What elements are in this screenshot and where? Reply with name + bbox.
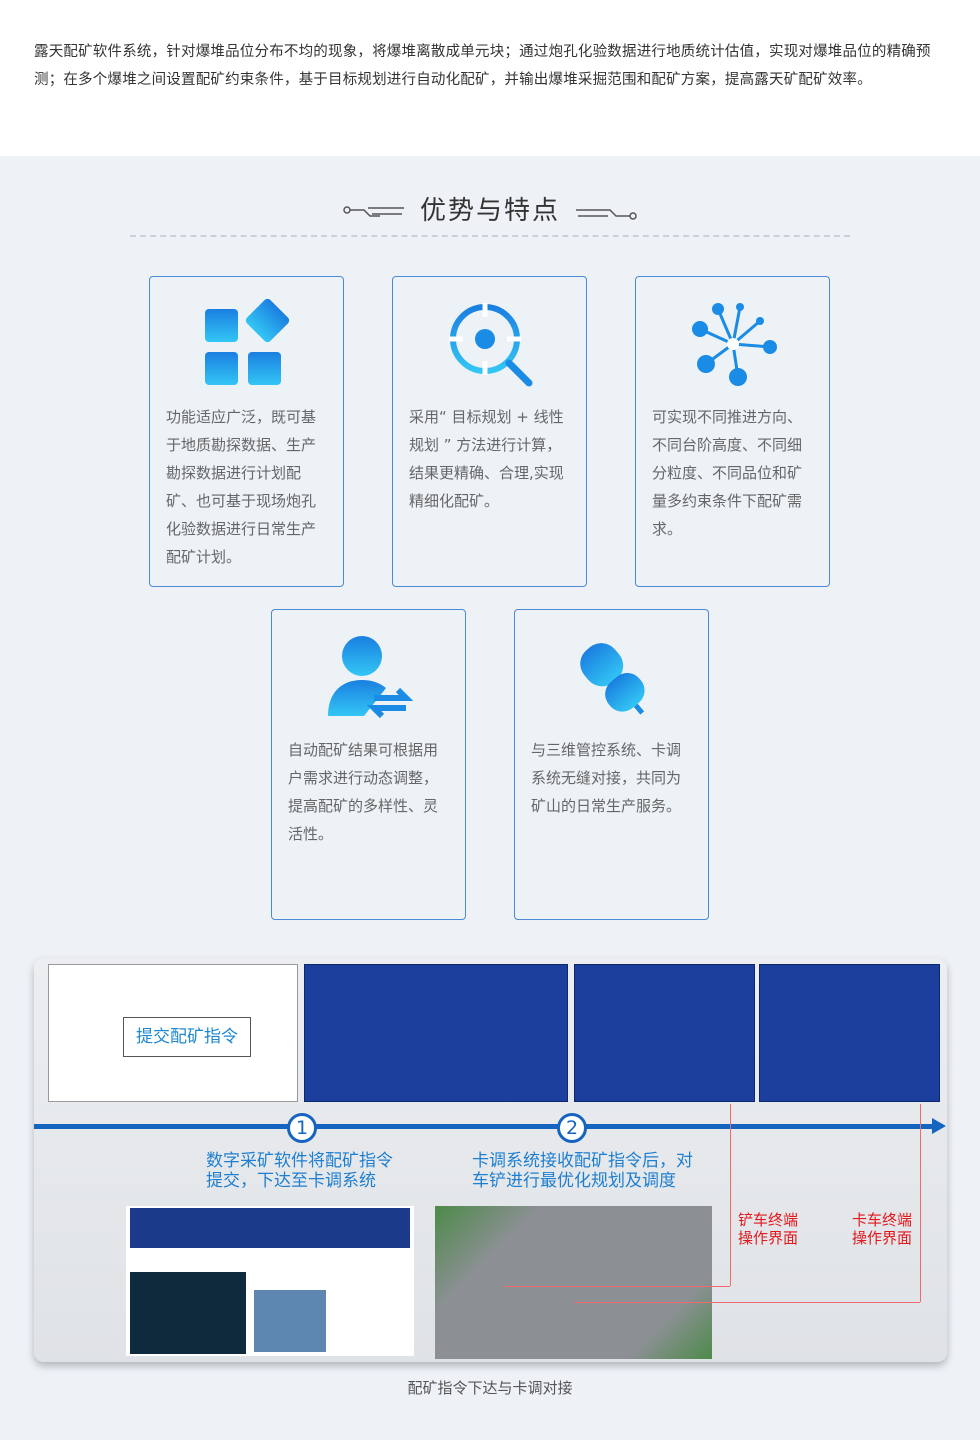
system-architecture-image	[126, 1206, 414, 1356]
feature-card: 功能适应广泛，既可基于地质勘探数据、生产勘探数据进行计划配矿、也可基于现场炮孔化…	[149, 276, 344, 587]
right-decoration-icon	[576, 209, 637, 220]
arrowhead-icon	[932, 1118, 946, 1134]
feature-text: 可实现不同推进方向、不同台阶高度、不同细分粒度、不同品位和矿量多约束条件下配矿需…	[652, 408, 803, 538]
mine-map-image	[435, 1206, 712, 1359]
software-screenshot: 提交配矿指令	[48, 964, 298, 1102]
shovel-terminal-screenshot	[574, 964, 755, 1102]
step-2-badge: 2	[557, 1113, 587, 1143]
user-sync-icon	[327, 636, 413, 719]
feature-text: 与三维管控系统、卡调系统无缝对接，共同为矿山的日常生产服务。	[531, 741, 682, 815]
plug-icon	[579, 643, 645, 715]
workflow-diagram: 提交配矿指令 1 2 数字采矿软件将配矿指令提交，下达至卡调系统 卡调系统接收配…	[34, 958, 947, 1362]
step-1-text: 数字采矿软件将配矿指令	[206, 1151, 393, 1171]
feature-card: 采用“ 目标规划 + 线性规划 ” 方法进行计算，结果更精确、合理,实现精细化配…	[392, 276, 587, 587]
timeline-arrow	[34, 1124, 934, 1129]
divider	[130, 235, 850, 237]
feature-text: 采用“ 目标规划 + 线性规划 ” 方法进行计算，结果更精确、合理,实现精细化配…	[409, 408, 564, 510]
blocks-icon	[204, 299, 289, 385]
target-search-icon	[448, 303, 532, 387]
feature-text: 自动配矿结果可根据用户需求进行动态调整，提高配矿的多样性、灵活性。	[288, 741, 439, 843]
step-1-badge: 1	[287, 1113, 317, 1143]
feature-card: 与三维管控系统、卡调系统无缝对接，共同为矿山的日常生产服务。	[514, 609, 709, 920]
network-icon	[691, 303, 777, 386]
step-2-text: 卡调系统接收配矿指令后，对	[472, 1151, 693, 1171]
feature-text: 功能适应广泛，既可基于地质勘探数据、生产勘探数据进行计划配矿、也可基于现场炮孔化…	[166, 408, 317, 566]
step-1-text: 提交，下达至卡调系统	[206, 1171, 376, 1191]
section-title: 优势与特点	[419, 196, 560, 226]
feature-card: 自动配矿结果可根据用户需求进行动态调整，提高配矿的多样性、灵活性。	[271, 609, 466, 920]
dispatch-screenshot	[304, 964, 568, 1102]
left-decoration-icon	[343, 206, 404, 217]
truck-terminal-screenshot	[759, 964, 940, 1102]
intro-paragraph: 露天配矿软件系统，针对爆堆品位分布不均的现象，将爆堆离散成单元块；通过炮孔化验数…	[34, 44, 931, 88]
truck-terminal-label: 卡车终端	[852, 1211, 913, 1229]
submit-callout: 提交配矿指令	[123, 1017, 251, 1057]
truck-terminal-label: 操作界面	[852, 1229, 913, 1247]
shovel-terminal-label: 铲车终端	[738, 1211, 799, 1229]
step-2-text: 车铲进行最优化规划及调度	[472, 1171, 676, 1191]
feature-card: 可实现不同推进方向、不同台阶高度、不同细分粒度、不同品位和矿量多约束条件下配矿需…	[635, 276, 830, 587]
diagram-caption: 配矿指令下达与卡调对接	[407, 1379, 573, 1397]
shovel-terminal-label: 操作界面	[738, 1229, 799, 1247]
